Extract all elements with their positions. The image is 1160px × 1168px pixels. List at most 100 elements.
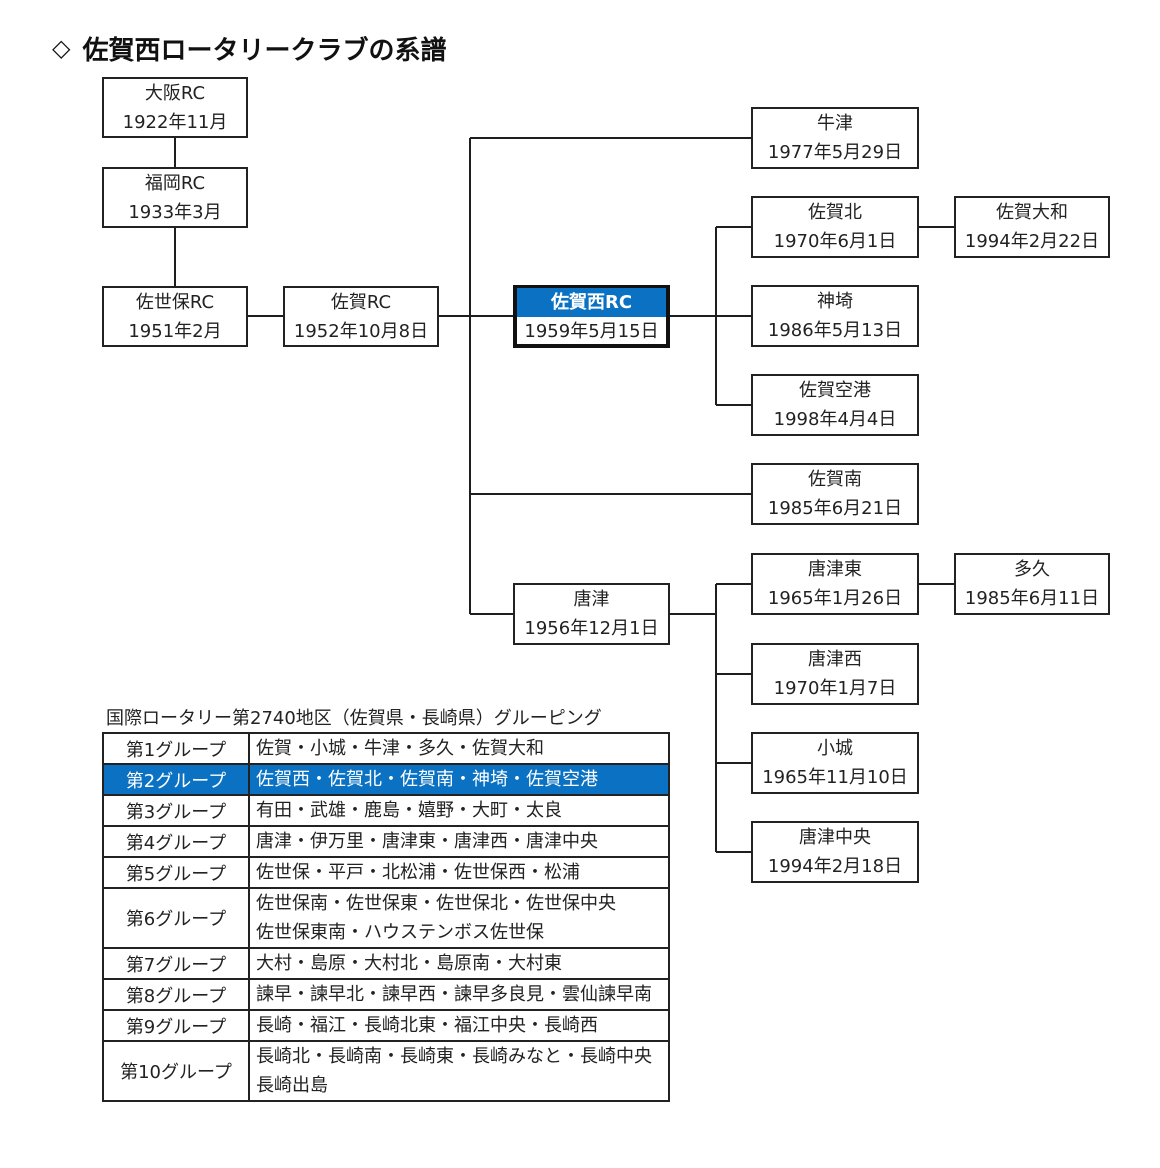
club-name: 佐賀西RC [517,287,666,317]
group-name: 第4グループ [102,825,250,858]
group-row: 第10グループ長崎北・長崎南・長崎東・長崎みなと・長崎中央長崎出島 [102,1040,670,1102]
group-name: 第10グループ [102,1040,250,1102]
group-clubs-line: 佐賀・小城・牛津・多久・佐賀大和 [256,738,544,759]
club-date: 1970年1月7日 [773,678,897,699]
grouping-table: 第1グループ佐賀・小城・牛津・多久・佐賀大和第2グループ佐賀西・佐賀北・佐賀南・… [102,732,670,1102]
group-clubs-line: 諫早・諫早北・諫早西・諫早多良見・雲仙諫早南 [256,984,652,1005]
group-row: 第3グループ有田・武雄・鹿島・嬉野・大町・太良 [102,794,670,827]
club-date: 1965年1月26日 [767,588,903,609]
group-name: 第5グループ [102,856,250,889]
club-saga-kita: 佐賀北 1970年6月1日 [751,196,919,258]
club-date: 1985年6月21日 [767,498,903,519]
club-ushizu: 牛津 1977年5月29日 [751,107,919,169]
club-date: 1994年2月18日 [767,856,903,877]
club-ogi: 小城 1965年11月10日 [751,732,919,794]
club-date: 1922年11月 [122,111,228,133]
club-date: 1951年2月 [128,320,222,342]
club-saga-airport: 佐賀空港 1998年4月4日 [751,374,919,436]
club-saga-yamato: 佐賀大和 1994年2月22日 [954,196,1110,258]
group-name: 第6グループ [102,887,250,949]
club-name: 牛津 [817,113,853,134]
club-date: 1952年10月8日 [293,320,429,342]
group-clubs: 佐賀西・佐賀北・佐賀南・神埼・佐賀空港 [248,763,670,796]
club-date: 1965年11月10日 [762,767,908,788]
grouping-table-body: 第1グループ佐賀・小城・牛津・多久・佐賀大和第2グループ佐賀西・佐賀北・佐賀南・… [102,732,670,1102]
group-clubs-line: 佐賀西・佐賀北・佐賀南・神埼・佐賀空港 [256,769,598,790]
club-name: 福岡RC [144,172,206,194]
group-clubs-line: 佐世保南・佐世保東・佐世保北・佐世保中央 [256,893,616,914]
club-karatsu-higashi: 唐津東 1965年1月26日 [751,553,919,615]
club-name: 神埼 [817,291,853,312]
group-name: 第2グループ [102,763,250,796]
group-clubs-line: 有田・武雄・鹿島・嬉野・大町・太良 [256,800,562,821]
title-text: 佐賀西ロータリークラブの系譜 [82,35,447,66]
club-saga-minami: 佐賀南 1985年6月21日 [751,463,919,525]
group-clubs: 唐津・伊万里・唐津東・唐津西・唐津中央 [248,825,670,858]
page-title: ◇ 佐賀西ロータリークラブの系譜 [52,26,446,70]
diamond-icon: ◇ [52,34,71,62]
club-name: 佐賀RC [330,291,392,313]
group-name: 第8グループ [102,978,250,1011]
group-clubs: 佐世保南・佐世保東・佐世保北・佐世保中央佐世保東南・ハウステンボス佐世保 [248,887,670,949]
club-taku: 多久 1985年6月11日 [954,553,1110,615]
group-clubs: 大村・島原・大村北・島原南・大村東 [248,947,670,980]
group-clubs-line: 長崎北・長崎南・長崎東・長崎みなと・長崎中央 [256,1046,652,1067]
group-clubs-line: 唐津・伊万里・唐津東・唐津西・唐津中央 [256,831,598,852]
club-sasebo: 佐世保RC 1951年2月 [102,286,248,347]
club-name: 佐世保RC [135,291,215,313]
group-row: 第4グループ唐津・伊万里・唐津東・唐津西・唐津中央 [102,825,670,858]
club-date: 1986年5月13日 [767,320,903,341]
club-karatsu: 唐津 1956年12月1日 [513,583,670,645]
club-date: 1933年3月 [128,201,222,223]
club-name: 唐津東 [808,559,862,580]
club-name: 小城 [817,738,853,759]
club-name: 唐津西 [808,649,862,670]
group-row: 第1グループ佐賀・小城・牛津・多久・佐賀大和 [102,732,670,765]
club-saga: 佐賀RC 1952年10月8日 [283,286,439,347]
group-clubs: 佐世保・平戸・北松浦・佐世保西・松浦 [248,856,670,889]
club-date: 1985年6月11日 [964,588,1100,609]
club-kanzaki: 神埼 1986年5月13日 [751,285,919,347]
group-name: 第7グループ [102,947,250,980]
group-name: 第3グループ [102,794,250,827]
club-name: 佐賀北 [808,202,862,223]
group-clubs: 有田・武雄・鹿島・嬉野・大町・太良 [248,794,670,827]
group-row: 第8グループ諫早・諫早北・諫早西・諫早多良見・雲仙諫早南 [102,978,670,1011]
club-date: 1956年12月1日 [524,618,659,639]
club-name: 大阪RC [144,82,206,104]
group-clubs-line: 佐世保・平戸・北松浦・佐世保西・松浦 [256,862,580,883]
group-clubs-line: 長崎・福江・長崎北東・福江中央・長崎西 [256,1015,598,1036]
club-name: 多久 [1014,559,1050,580]
club-date: 1959年5月15日 [524,320,659,342]
club-date: 1977年5月29日 [767,142,903,163]
group-clubs-line: 大村・島原・大村北・島原南・大村東 [256,953,562,974]
club-name: 佐賀大和 [996,202,1068,223]
group-row: 第2グループ佐賀西・佐賀北・佐賀南・神埼・佐賀空港 [102,763,670,796]
group-clubs: 長崎北・長崎南・長崎東・長崎みなと・長崎中央長崎出島 [248,1040,670,1102]
group-name: 第1グループ [102,732,250,765]
group-clubs-line: 佐世保東南・ハウステンボス佐世保 [256,922,544,943]
club-name: 唐津 [573,589,610,610]
group-clubs: 長崎・福江・長崎北東・福江中央・長崎西 [248,1009,670,1042]
club-osaka: 大阪RC 1922年11月 [102,77,248,138]
club-date: 1994年2月22日 [964,231,1100,252]
club-name: 唐津中央 [799,827,871,848]
club-date: 1970年6月1日 [773,231,897,252]
group-clubs-line: 長崎出島 [256,1075,328,1096]
group-row: 第6グループ佐世保南・佐世保東・佐世保北・佐世保中央佐世保東南・ハウステンボス佐… [102,887,670,949]
club-name: 佐賀南 [808,469,862,490]
club-saga-nishi: 佐賀西RC 1959年5月15日 [513,285,670,348]
club-karatsu-nishi: 唐津西 1970年1月7日 [751,643,919,705]
group-row: 第5グループ佐世保・平戸・北松浦・佐世保西・松浦 [102,856,670,889]
group-row: 第9グループ長崎・福江・長崎北東・福江中央・長崎西 [102,1009,670,1042]
club-date: 1998年4月4日 [773,409,897,430]
club-name: 佐賀空港 [799,380,871,401]
group-row: 第7グループ大村・島原・大村北・島原南・大村東 [102,947,670,980]
group-clubs: 諫早・諫早北・諫早西・諫早多良見・雲仙諫早南 [248,978,670,1011]
group-name: 第9グループ [102,1009,250,1042]
club-karatsu-chuo: 唐津中央 1994年2月18日 [751,821,919,883]
club-fukuoka: 福岡RC 1933年3月 [102,167,248,228]
grouping-caption: 国際ロータリー第2740地区（佐賀県・長崎県）グルーピング [106,708,602,729]
group-clubs: 佐賀・小城・牛津・多久・佐賀大和 [248,732,670,765]
